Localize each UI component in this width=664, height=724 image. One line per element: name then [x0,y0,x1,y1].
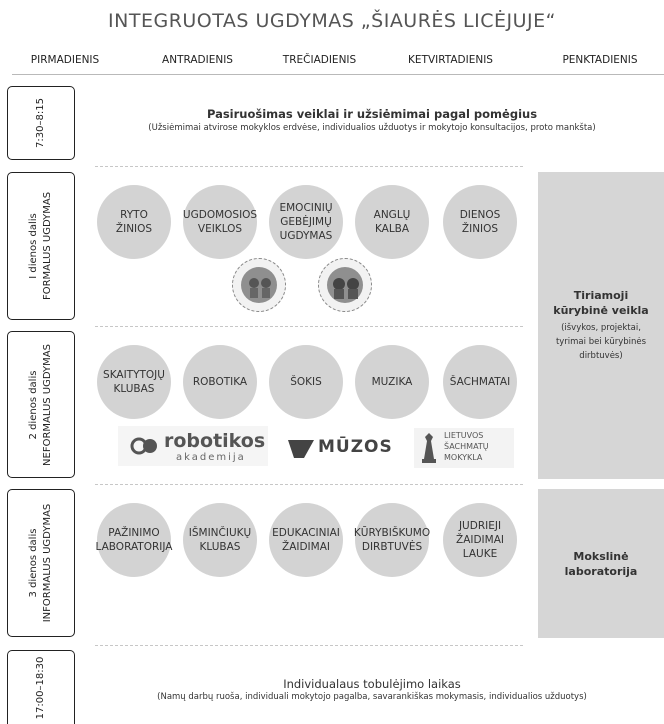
part2-label-box: 2 dienos dalis NEFORMALUS UGDYMAS [7,331,75,478]
robotikos-text: robotikos [164,430,266,452]
evening-subtitle: (Namų darbų ruoša, individuali mokytojo … [157,692,587,702]
time-label-evening-box: 17:00–18:30 [7,650,75,724]
morning-subtitle: (Užsiėmimai atvirose mokyklos erdvėse, i… [148,123,596,133]
day-header-monday: PIRMADIENIS [30,54,100,66]
day-header-friday: PENKTADIENIS [562,54,638,66]
obuolio-draugai-logo [232,258,286,312]
friday-lab-box: Mokslinė laboratorija [538,489,664,638]
chess-logo-line1: LIETUVOS [444,431,484,440]
friday-lab-title: Mokslinė laboratorija [564,549,638,578]
activity-label: JUDRIEJI ŽAIDIMAI LAUKE [456,520,504,560]
kids-icon [333,278,359,299]
activity-label: ŠOKIS [290,376,322,388]
part3-label-line2: INFORMALUS UGDYMAS [42,503,53,623]
robotikos-akademija-logo: robotikos akademija [118,426,268,466]
page-title: INTEGRUOTAS UGDYMAS „ŠIAURĖS LICĖJUJE“ [108,10,556,32]
day-header-tuesday: ANTRADIENIS [162,54,233,66]
friday-research-box: Tiriamoji kūrybinė veikla (išvykos, proj… [538,172,664,479]
activity-circle: KŪRYBIŠKUMO DIRBTUVĖS [353,503,431,577]
part1-label: I dienos dalis FORMALUS UGDYMAS [27,192,55,300]
day-header-thursday: KETVIRTADIENIS [408,54,493,66]
activity-label: EDUKACINIAI ŽAIDIMAI [272,527,340,553]
time-label-evening: 17:00–18:30 [35,656,46,719]
chess-logo-line3: MOKYKLA [444,453,483,462]
activity-circle: RYTO ŽINIOS [97,185,171,259]
morning-title: Pasiruošimas veiklai ir užsiėmimai pagal… [206,107,538,121]
activity-label: EMOCINIŲ GEBĖJIMŲ UGDYMAS [279,202,333,242]
activity-circle: UGDOMOSIOS VEIKLOS [183,185,257,259]
part3-label-line1: 3 dienos dalis [28,528,39,598]
activity-label: DIENOS ŽINIOS [459,209,501,235]
activity-label: ŠACHMATAI [449,376,511,388]
activity-circle: EMOCINIŲ GEBĖJIMŲ UGDYMAS [269,185,343,259]
time-label-morning-box: 7:30–8:15 [7,86,75,160]
activity-label: UGDOMOSIOS VEIKLOS [182,209,258,235]
time-label-morning: 7:30–8:15 [35,98,46,148]
part2-label: 2 dienos dalis NEFORMALUS UGDYMAS [27,344,55,466]
activity-label: PAŽINIMO LABORATORIJA [95,527,173,553]
activity-circle: SKAITYTOJŲ KLUBAS [97,345,171,419]
part2-label-line2: NEFORMALUS UGDYMAS [42,343,53,466]
kids-icon [249,278,271,298]
muzos-logo: MŪZOS [286,434,394,462]
part1-label-box: I dienos dalis FORMALUS UGDYMAS [7,172,75,320]
friday-research-subtitle: (išvykos, projektai, tyrimai bei kūrybin… [555,323,647,361]
day-header-wednesday: TREČIADIENIS [282,54,357,66]
activity-circle: MUZIKA [355,345,429,419]
divider-dashed [95,645,523,646]
divider-dashed [95,166,523,167]
activity-circle: ŠOKIS [269,345,343,419]
activity-label: KŪRYBIŠKUMO DIRBTUVĖS [353,527,431,553]
header-divider [12,74,664,75]
activity-label: ROBOTIKA [192,376,248,388]
evening-title: Individualaus tobulėjimo laikas [283,677,461,691]
activity-circle: EDUKACINIAI ŽAIDIMAI [269,503,343,577]
activity-circle: ROBOTIKA [183,345,257,419]
chess-piece-icon [422,433,436,463]
part1-label-line2: FORMALUS UGDYMAS [42,191,53,301]
part3-label-box: 3 dienos dalis INFORMALUS UGDYMAS [7,489,75,637]
activity-circle: IŠMINČIUKŲ KLUBAS [183,503,257,577]
muzos-mark-icon [288,440,314,458]
activity-circle: ANGLŲ KALBA [355,185,429,259]
zipio-draugai-logo [318,258,372,312]
activity-label: IŠMINČIUKŲ KLUBAS [188,527,252,553]
activity-label: ANGLŲ KALBA [373,209,411,235]
activity-circle: DIENOS ŽINIOS [443,185,517,259]
chess-school-logo: LIETUVOS ŠACHMATŲ MOKYKLA [414,428,514,468]
chess-logo-line2: ŠACHMATŲ [444,442,489,451]
robot-icon [130,437,157,455]
activity-circle: ŠACHMATAI [443,345,517,419]
activity-label: MUZIKA [371,376,413,388]
muzos-text: MŪZOS [318,437,393,457]
activity-circle: JUDRIEJI ŽAIDIMAI LAUKE [443,503,517,577]
friday-research-title: Tiriamoji kūrybinė veikla [553,289,649,317]
activity-label: RYTO ŽINIOS [115,209,153,235]
activity-circle: PAŽINIMO LABORATORIJA [95,503,173,577]
part1-label-line1: I dienos dalis [28,213,39,279]
divider-dashed [95,484,523,485]
part2-label-line1: 2 dienos dalis [28,370,39,439]
akademija-text: akademija [176,452,246,463]
activity-label: SKAITYTOJŲ KLUBAS [103,369,165,395]
part3-label: 3 dienos dalis INFORMALUS UGDYMAS [27,504,55,623]
divider-dashed [95,326,523,327]
